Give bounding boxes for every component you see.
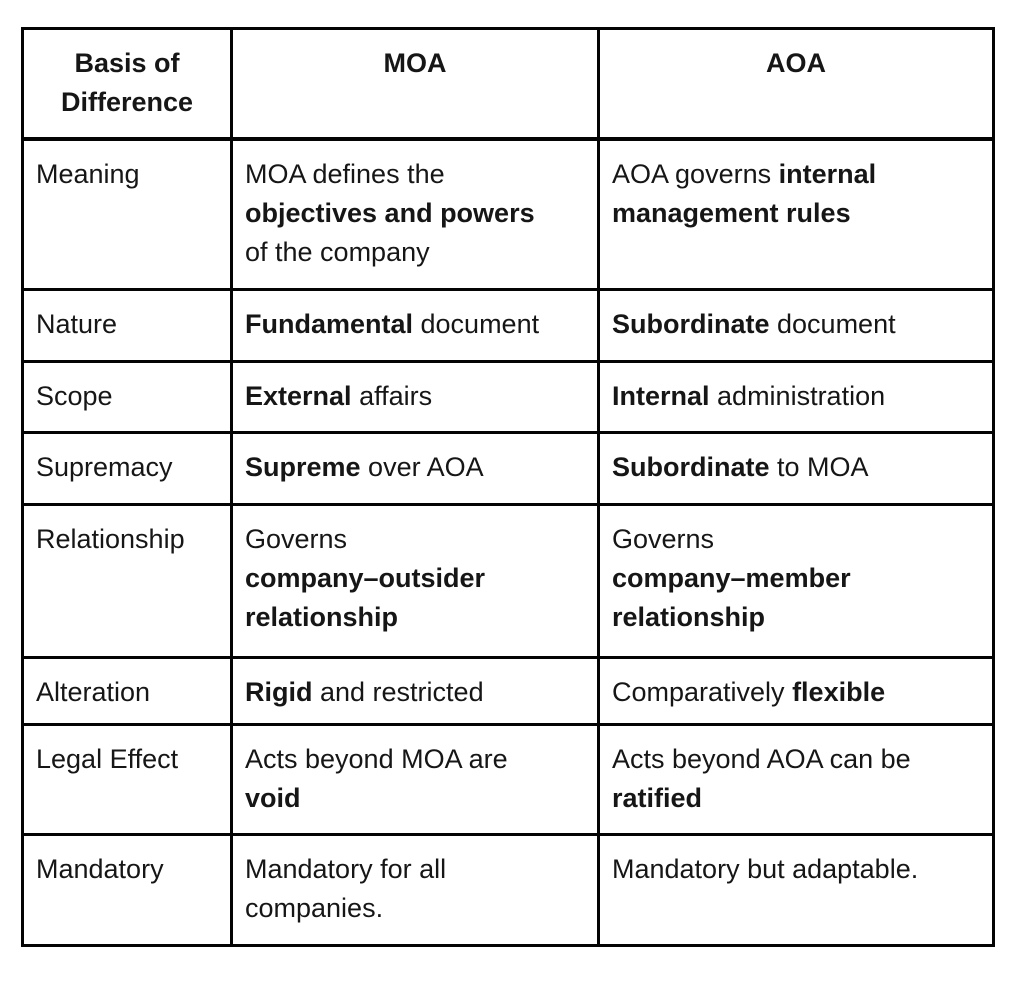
basis-cell: Nature [21,288,233,363]
basis-cell: Scope [21,360,233,434]
comparison-table-container: Basis of Difference MOA AOA Meaning MOA … [21,27,995,947]
column-header-aoa: AOA [597,27,995,141]
aoa-cell: Comparatively flexible [597,656,995,726]
basis-cell: Supremacy [21,431,233,506]
aoa-cell: Subordinate document [597,288,995,363]
table-row-supremacy: Supremacy Supreme over AOA Subordinate t… [21,431,995,506]
table-row-alteration: Alteration Rigid and restricted Comparat… [21,656,995,726]
basis-cell: Mandatory [21,833,233,947]
basis-cell: Meaning [21,137,233,291]
table-row-nature: Nature Fundamental document Subordinate … [21,288,995,363]
basis-cell: Relationship [21,503,233,659]
moa-cell: Supreme over AOA [230,431,600,506]
moa-cell: Fundamental document [230,288,600,363]
header-row: Basis of Difference MOA AOA [21,27,995,141]
basis-cell: Alteration [21,656,233,726]
basis-cell: Legal Effect [21,723,233,836]
moa-cell: External affairs [230,360,600,434]
table-row-scope: Scope External affairs Internal administ… [21,360,995,434]
column-header-basis: Basis of Difference [21,27,233,141]
aoa-cell: Mandatory but adaptable. [597,833,995,947]
moa-aoa-comparison-table: Basis of Difference MOA AOA Meaning MOA … [21,27,995,947]
aoa-cell: Internal administration [597,360,995,434]
column-header-moa: MOA [230,27,600,141]
aoa-cell: Subordinate to MOA [597,431,995,506]
moa-cell: Rigid and restricted [230,656,600,726]
